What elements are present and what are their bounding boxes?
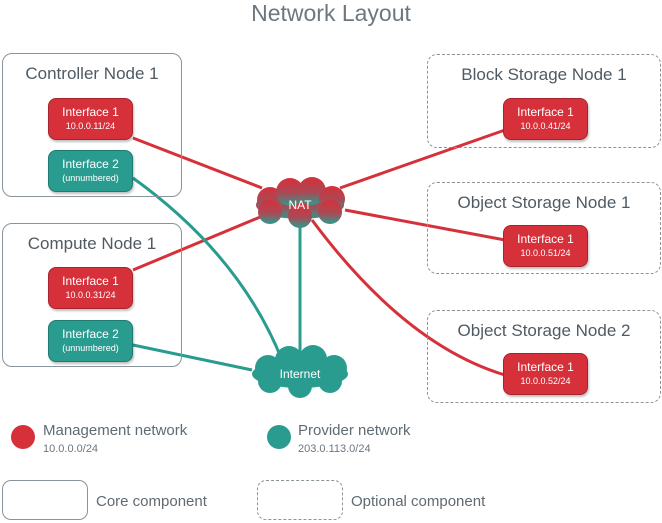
management-legend-dot — [11, 425, 35, 449]
provider-legend-subnet: 203.0.113.0/24 — [298, 443, 371, 455]
controller-interface-1: Interface 1 10.0.0.11/24 — [48, 98, 133, 140]
link-block-nat — [339, 128, 506, 190]
interface-address: (unnumbered) — [62, 173, 119, 183]
interface-name: Interface 1 — [517, 105, 574, 119]
interface-name: Interface 1 — [517, 360, 574, 374]
interface-name: Interface 2 — [62, 157, 119, 171]
interface-name: Interface 1 — [62, 274, 119, 288]
interface-address: 10.0.0.52/24 — [520, 376, 571, 386]
compute-interface-2: Interface 2 (unnumbered) — [48, 320, 133, 362]
optional-component-label: Optional component — [351, 493, 486, 510]
controller-node: Controller Node 1 — [2, 53, 182, 197]
link-compute-internet — [132, 343, 253, 372]
interface-address: 10.0.0.31/24 — [65, 290, 116, 300]
nat-label: NAT — [288, 198, 312, 212]
interface-name: Interface 2 — [62, 327, 119, 341]
management-legend-title: Management network — [43, 422, 188, 439]
node-title: Object Storage Node 1 — [457, 193, 631, 212]
interface-address: 10.0.0.41/24 — [520, 121, 571, 131]
link-object2-nat — [310, 219, 506, 377]
controller-interface-2: Interface 2 (unnumbered) — [48, 150, 133, 192]
management-legend-subnet: 10.0.0.0/24 — [43, 443, 99, 455]
block-storage-interface-1: Interface 1 10.0.0.41/24 — [503, 98, 588, 140]
internet-cloud — [252, 345, 348, 398]
provider-legend-title: Provider network — [298, 422, 411, 439]
object-storage-node-1: Object Storage Node 1 — [427, 182, 661, 274]
link-compute-nat — [132, 213, 266, 272]
node-title: Object Storage Node 2 — [457, 321, 631, 340]
object-storage-1-interface-1: Interface 1 10.0.0.51/24 — [503, 225, 588, 267]
node-title: Block Storage Node 1 — [461, 65, 627, 84]
object-storage-2-interface-1: Interface 1 10.0.0.52/24 — [503, 353, 588, 395]
core-component-label: Core component — [96, 493, 207, 510]
core-component-swatch — [2, 480, 88, 520]
diagram-title: Network Layout — [251, 0, 411, 26]
interface-address: 10.0.0.11/24 — [65, 121, 116, 131]
node-title: Controller Node 1 — [25, 64, 159, 83]
link-controller-nat — [132, 136, 263, 190]
interface-name: Interface 1 — [517, 232, 574, 246]
interface-address: (unnumbered) — [62, 343, 119, 353]
node-title: Compute Node 1 — [27, 234, 157, 253]
compute-node: Compute Node 1 — [2, 223, 182, 367]
link-object1-nat — [344, 208, 506, 242]
interface-name: Interface 1 — [62, 105, 119, 119]
compute-interface-1: Interface 1 10.0.0.31/24 — [48, 267, 133, 309]
optional-component-swatch — [257, 480, 343, 520]
interface-address: 10.0.0.51/24 — [520, 248, 571, 258]
nat-cloud — [256, 177, 345, 228]
internet-label: Internet — [279, 367, 321, 381]
link-controller-internet — [132, 176, 284, 361]
provider-legend-dot — [267, 425, 291, 449]
block-storage-node: Block Storage Node 1 — [427, 54, 661, 148]
object-storage-node-2: Object Storage Node 2 — [427, 310, 661, 403]
